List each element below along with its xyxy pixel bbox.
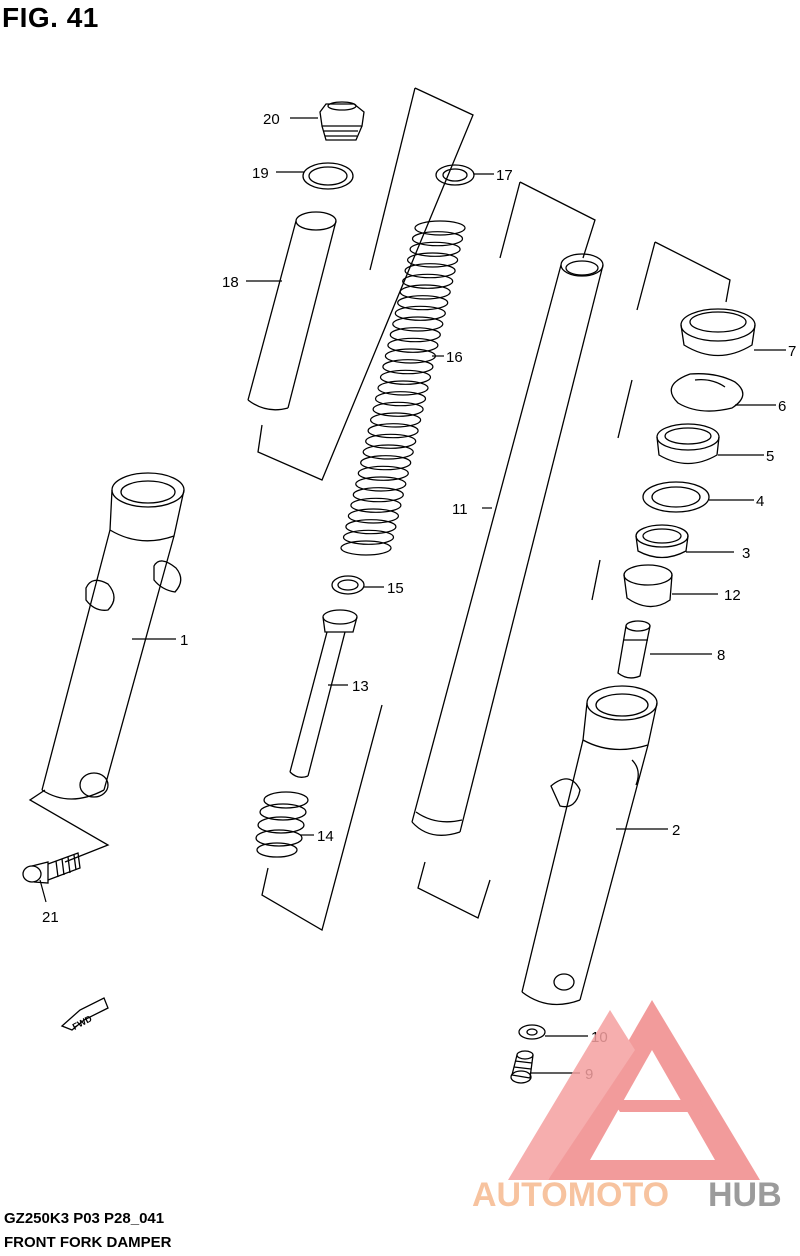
callout-17: 17 (496, 167, 513, 184)
callout-7: 7 (788, 343, 796, 360)
dust-seal-part (680, 308, 756, 357)
o-ring-part (302, 162, 354, 190)
damper-rod-part (289, 609, 358, 778)
spacer-tube-part (247, 211, 337, 411)
assembly-bracket-right (591, 241, 731, 601)
automotohub-watermark: AUTOMOTO HUB (472, 1000, 782, 1214)
spring-coil (360, 455, 412, 471)
callout-8: 8 (717, 647, 725, 664)
guide-metal-part (635, 524, 689, 559)
o-ring-15-part (331, 575, 365, 595)
callout-11: 11 (452, 501, 468, 518)
callout-6: 6 (778, 398, 786, 415)
spring-coil (367, 423, 419, 439)
spring-coil (362, 444, 414, 460)
callout-5: 5 (766, 448, 774, 465)
callout-16: 16 (446, 349, 463, 366)
watermark-text-automoto: AUTOMOTO (472, 1176, 669, 1214)
outer-tube-right-part (521, 685, 658, 1006)
spring-coil (374, 391, 427, 407)
spring-coil (352, 487, 404, 503)
watermark-text-hub: HUB (708, 1176, 782, 1214)
outer-tube-left-part (41, 472, 185, 800)
spring-coil (402, 273, 454, 289)
spring-coil (404, 263, 456, 279)
oil-lock-piece-part (617, 620, 651, 679)
callout-20: 20 (263, 111, 280, 128)
spring-coil (411, 231, 464, 247)
circlip-part (670, 373, 744, 412)
callout-13: 13 (352, 678, 369, 695)
spring-coil (342, 529, 395, 545)
model-code: GZ250K3 P03 P28_041 (4, 1210, 165, 1227)
forward-direction-arrow (60, 997, 109, 1031)
spring-coil (399, 284, 451, 300)
callout-1: 1 (180, 632, 188, 649)
spring-coil (397, 295, 449, 311)
callout-4: 4 (756, 493, 764, 510)
callout-14: 14 (317, 828, 334, 845)
spring-coil (394, 305, 446, 321)
callout-21: 21 (42, 909, 59, 926)
watermark-triangle-logo-icon (508, 1000, 760, 1180)
leader-lines (39, 117, 786, 1074)
spring-coil (347, 508, 399, 524)
rebound-spring-part (255, 791, 309, 858)
guide-bushing-part (623, 564, 673, 608)
spring-coil (365, 433, 417, 449)
cap-bolt-part (319, 101, 365, 141)
callout-3: 3 (742, 545, 750, 562)
callout-12: 12 (724, 587, 741, 604)
washer-17-part (435, 164, 475, 186)
spring-coil (372, 401, 424, 417)
damper-bolt-part (510, 1050, 534, 1084)
oil-seal-washer-part (642, 481, 710, 513)
spring-coil (407, 252, 459, 268)
callout-15: 15 (387, 580, 404, 597)
spring-coil (350, 497, 402, 513)
spring-coil (409, 241, 461, 257)
spring-coil (387, 337, 439, 353)
spring-coil (414, 220, 466, 236)
assembly-bracket-left (257, 87, 474, 931)
section-name: FRONT FORK DAMPER (4, 1234, 172, 1251)
spring-coil (389, 327, 441, 343)
spring-coil (370, 412, 422, 428)
spring-coil (357, 465, 409, 481)
spring-coil (392, 316, 444, 332)
callout-2: 2 (672, 822, 680, 839)
gasket-part (518, 1024, 546, 1040)
bottom-bolt-part (22, 852, 81, 884)
spring-coil (379, 369, 432, 385)
fork-spring-part (340, 220, 466, 556)
callout-19: 19 (252, 165, 269, 182)
spring-coil (355, 476, 407, 492)
spring-coil (345, 519, 397, 535)
spring-coil (340, 540, 392, 556)
callout-18: 18 (222, 274, 239, 291)
spring-coil (382, 359, 434, 375)
assembly-bracket-bolt (28, 789, 110, 863)
spring-coil (377, 380, 429, 396)
assembly-bracket-middle (417, 181, 596, 919)
figure-title: FIG. 41 (2, 2, 99, 33)
oil-seal-part (656, 423, 720, 465)
inner-fork-tube-part (411, 253, 604, 836)
